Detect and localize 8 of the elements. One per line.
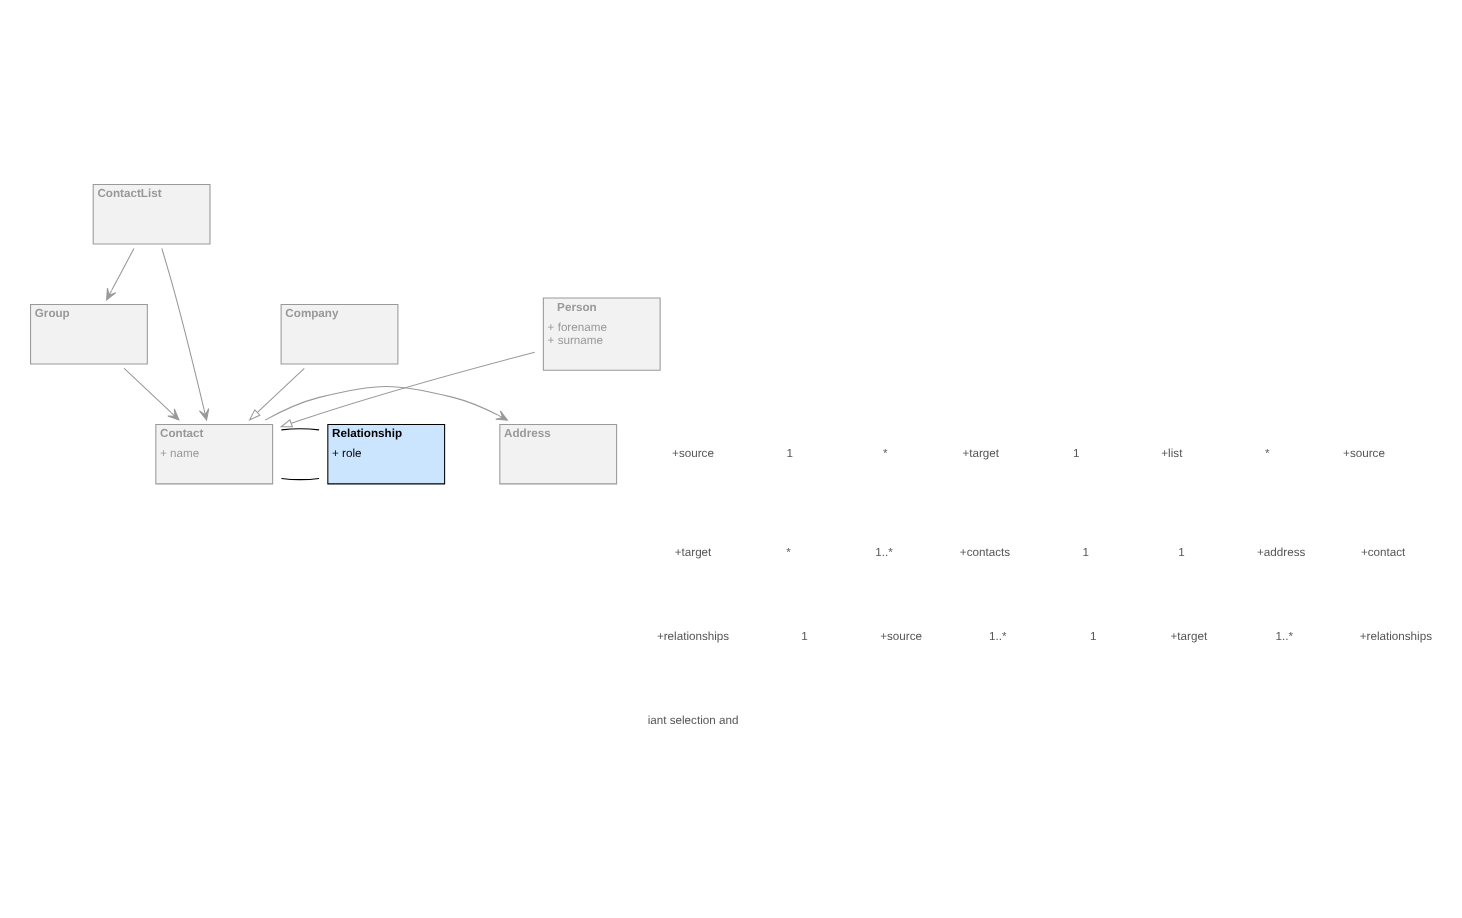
arrow: [248, 366, 305, 420]
arrow: [106, 246, 135, 300]
arrow: [161, 246, 210, 420]
connector: [280, 476, 320, 480]
arrow: [264, 384, 508, 420]
connector: [280, 427, 320, 430]
arrow: [123, 366, 180, 420]
arrow: [279, 350, 536, 427]
